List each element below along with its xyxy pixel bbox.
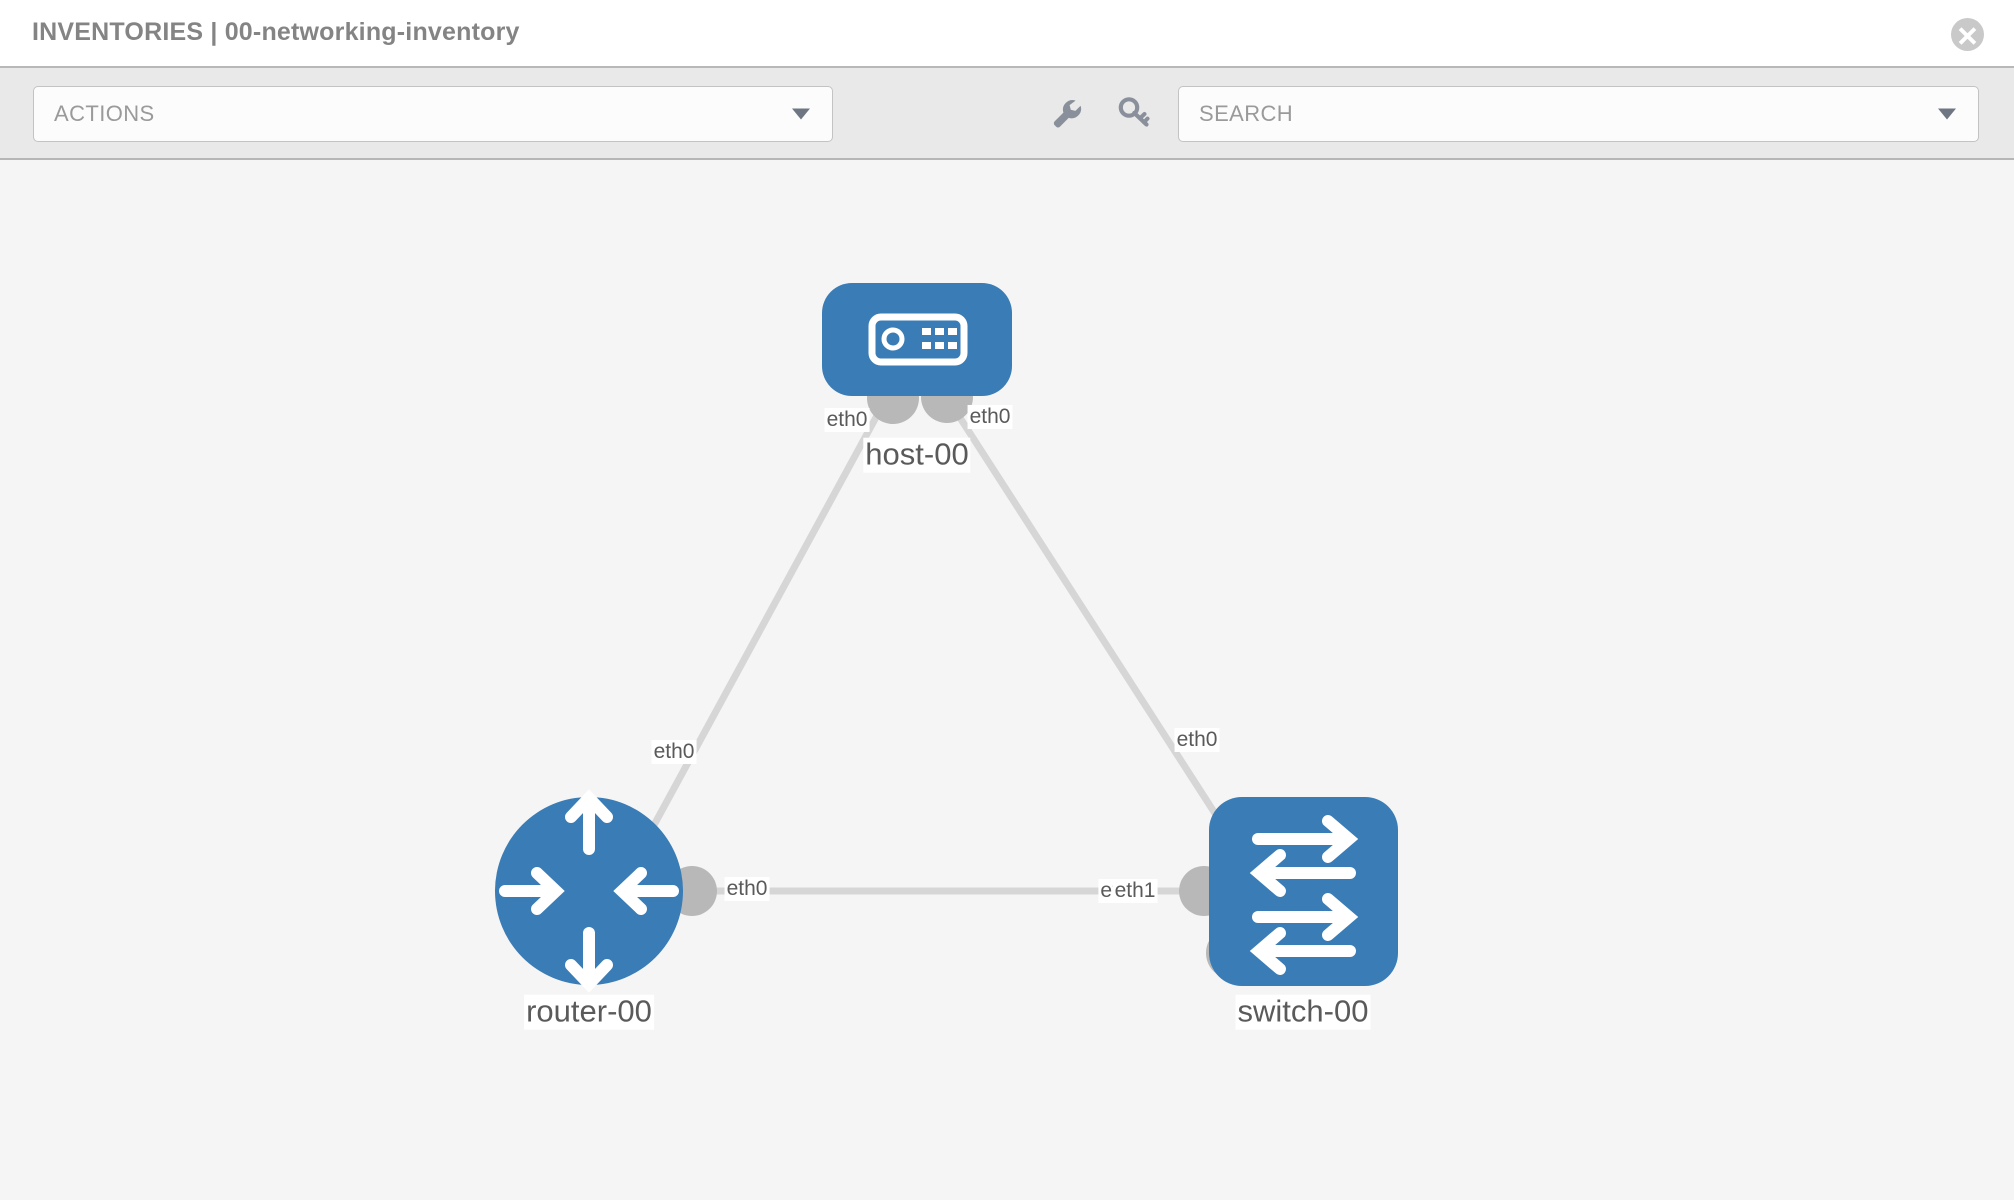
toolbar: ACTIONS SEARCH — [0, 68, 2014, 160]
node-router-00[interactable] — [495, 789, 683, 993]
chevron-down-icon — [792, 108, 810, 120]
search-dropdown[interactable]: SEARCH — [1178, 86, 1979, 142]
topology-links — [631, 408, 1248, 895]
key-button[interactable] — [1114, 93, 1154, 133]
topology-graph — [495, 283, 1398, 993]
node-switch-00[interactable] — [1209, 797, 1398, 986]
port-label: eth0 — [967, 404, 1013, 430]
actions-dropdown-label: ACTIONS — [54, 101, 155, 126]
router-arrows-icon — [499, 789, 679, 993]
chevron-down-icon — [1938, 108, 1956, 120]
page-header: INVENTORIES | 00-networking-inventory — [0, 0, 2014, 68]
port-label: eth0 — [824, 407, 870, 433]
close-button[interactable] — [1951, 18, 1984, 51]
node-label-router-00: router-00 — [524, 993, 654, 1030]
port-label: eth0 — [651, 739, 697, 765]
topology-canvas[interactable]: eth0 eth0 host-00 eth0 eth0 eth0 eth eth… — [0, 160, 2014, 1200]
server-icon — [868, 313, 968, 366]
close-icon — [1958, 27, 1977, 45]
link-host00-router00[interactable] — [631, 408, 884, 862]
actions-dropdown[interactable]: ACTIONS — [33, 86, 833, 142]
wrench-button[interactable] — [1046, 93, 1086, 133]
switch-arrows-icon — [1249, 815, 1359, 975]
wrench-icon — [1053, 100, 1082, 128]
port-label: eth0 — [724, 876, 770, 902]
key-icon — [1118, 97, 1150, 127]
port-label: eth0 — [1174, 727, 1220, 753]
node-label-host-00: host-00 — [863, 436, 971, 473]
node-label-switch-00: switch-00 — [1235, 993, 1371, 1030]
search-input-placeholder: SEARCH — [1199, 101, 1294, 126]
page-title: INVENTORIES | 00-networking-inventory — [32, 18, 520, 46]
port-label: eth1 — [1112, 878, 1158, 904]
link-host00-switch00[interactable] — [952, 408, 1248, 862]
node-host-00[interactable] — [822, 283, 1012, 396]
